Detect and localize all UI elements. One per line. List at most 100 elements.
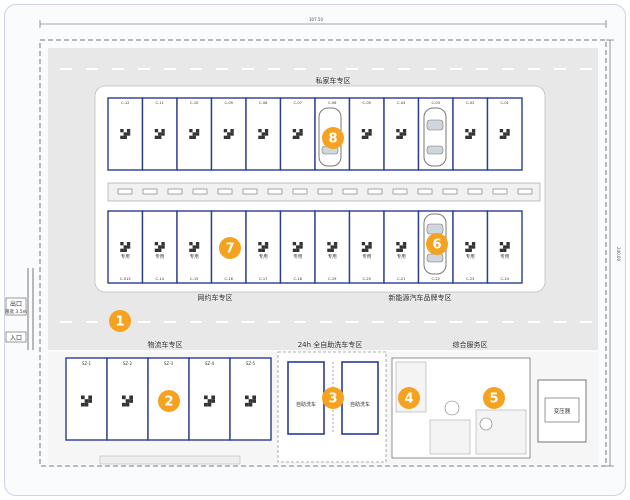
logistics-bottom-strip (99, 455, 241, 465)
divider-marker (417, 188, 433, 195)
parking-row-bottom: C-013专用C-14专用C-15专用C-16专用C-17专用C-18专用C-1… (107, 210, 523, 284)
badge-number: 8 (328, 132, 337, 147)
stall-label: C-22 (432, 277, 440, 281)
stall-label: SZ-5 (246, 361, 256, 366)
transformer-label: 变压器 (554, 407, 571, 415)
stall-label: C-10 (190, 101, 199, 105)
zone-badge-3: 3 (322, 387, 344, 409)
stall-tag: 专用 (466, 253, 475, 260)
entry-sign-box (5, 331, 27, 343)
stall-tag: 专用 (293, 253, 302, 260)
stall-label: C-24 (501, 277, 510, 281)
stall-label: C-14 (156, 277, 165, 281)
stall-label: C-04 (397, 101, 406, 105)
divider-marker (517, 188, 533, 195)
parking-stall: C-11 (141, 97, 178, 171)
stall-label: C-013 (120, 277, 131, 281)
badge-number: 5 (489, 392, 498, 407)
stall-label: C-03 (432, 101, 440, 105)
stall-label: C-02 (466, 101, 474, 105)
stall-label: C-17 (259, 277, 267, 281)
badge-number: 4 (404, 392, 413, 407)
zone-badges: 1 2 3 4 5 6 7 8 (109, 127, 505, 412)
zone-badge-6: 6 (426, 233, 448, 255)
zone-label-private: 私家车专区 (316, 76, 351, 85)
wash-bay-1-label: 自助洗车 (296, 401, 316, 408)
parking-stall: C-15 专用 (176, 210, 213, 284)
zone-label-car-wash: 24h 全自助洗车专区 (298, 340, 363, 349)
parking-stall: C-21 专用 (383, 210, 420, 284)
stall-tag: 专用 (259, 253, 268, 260)
badge-number: 1 (115, 315, 124, 330)
stall-tag: 专用 (328, 253, 337, 260)
badge-number: 6 (432, 238, 441, 253)
wash-bay-1 (287, 361, 325, 435)
parking-stall: C-07 (279, 97, 316, 171)
stall-label: C-21 (397, 277, 405, 281)
badge-number: 3 (328, 392, 337, 407)
stall-label: C-08 (259, 101, 268, 105)
height-dimension-label: 240.00 (616, 247, 621, 261)
zone-label-logistics: 物流车专区 (148, 340, 183, 349)
zone-badge-7: 7 (219, 237, 241, 259)
transformer-box (544, 397, 580, 423)
stall-label: SZ-3 (164, 361, 174, 366)
stall-label: C-05 (363, 101, 371, 105)
zone-label-ride-hailing: 网约车专区 (198, 293, 233, 302)
zone-badge-5: 5 (483, 387, 505, 409)
car-top-right (423, 107, 447, 167)
exit-sign-box (5, 297, 27, 316)
divider-marker (392, 188, 408, 195)
parking-stall: C-013 专用 (107, 210, 144, 284)
stall-tag: 专用 (155, 253, 164, 260)
parking-stall: C-19 专用 (314, 210, 351, 284)
stall-label: C-11 (156, 101, 164, 105)
divider-marker (317, 188, 333, 195)
zone-label-service: 综合服务区 (453, 340, 488, 349)
stall-label: SZ-2 (123, 361, 133, 366)
stall-tag: 专用 (397, 253, 406, 260)
divider-marker (167, 188, 183, 195)
divider-marker (467, 188, 483, 195)
stall-tag: 专用 (121, 253, 130, 260)
logistics-stall: SZ-1 (65, 357, 108, 441)
stall-label: C-15 (190, 277, 198, 281)
divider-marker (242, 188, 258, 195)
wash-bay-2 (341, 361, 379, 435)
stall-label: C-09 (225, 101, 234, 105)
divider-markings (117, 188, 533, 195)
parking-stall: C-04 (383, 97, 420, 171)
service-table (444, 400, 460, 416)
stall-label: SZ-4 (205, 361, 215, 366)
service-room-b (429, 419, 471, 455)
site-boundary (39, 39, 607, 467)
stall-tag: 专用 (190, 253, 199, 260)
zone-badge-1: 1 (109, 310, 131, 332)
stall-label: C-01 (501, 101, 509, 105)
parking-stall: C-14 专用 (141, 210, 178, 284)
service-fixture (479, 417, 493, 431)
stall-tag: 专用 (362, 253, 371, 260)
divider-marker (492, 188, 508, 195)
logistics-stalls: SZ-1 SZ-2 SZ-3 SZ-4 SZ-5 (65, 357, 272, 441)
divider-marker (367, 188, 383, 195)
badge-number: 2 (164, 395, 173, 410)
zone-badge-2: 2 (158, 390, 180, 412)
wash-bay-2-label: 自助洗车 (350, 401, 370, 408)
gate-marks (27, 268, 34, 350)
stall-label: C-19 (328, 277, 337, 281)
zone-badge-4: 4 (398, 387, 420, 409)
logistics-stall: SZ-5 (229, 357, 272, 441)
divider-marker (142, 188, 158, 195)
width-dimension-label: 307.50 (309, 17, 323, 22)
logistics-stall: SZ-4 (188, 357, 231, 441)
parking-stall: C-05 (348, 97, 385, 171)
stall-label: C-12 (121, 101, 129, 105)
parking-stall: C-10 (176, 97, 213, 171)
parking-stall: C-08 (245, 97, 282, 171)
zone-badge-8: 8 (322, 127, 344, 149)
